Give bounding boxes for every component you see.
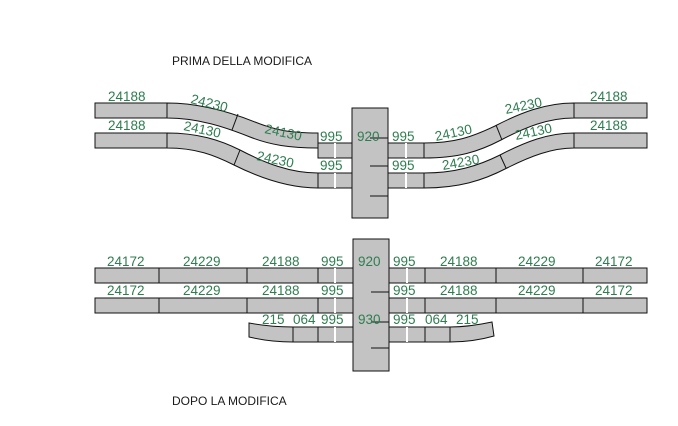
track-215-right [449, 321, 495, 343]
label-24172-r2-left: 24172 [107, 283, 145, 298]
label-064-right: 064 [425, 312, 448, 327]
label-24172-r2-right: 24172 [595, 283, 633, 298]
curve-joint-2 [233, 149, 241, 166]
track-064-left [292, 326, 319, 343]
track-24172-r2-left [94, 297, 160, 314]
curve-joint-1 [231, 113, 239, 131]
label-24188-2: 24188 [108, 118, 146, 133]
label-995-r1-left: 995 [321, 254, 344, 269]
label-995-r2-left: 995 [321, 283, 344, 298]
label-24188-r2-left: 24188 [262, 283, 300, 298]
label-24229-r1-left: 24229 [183, 254, 221, 269]
row-3-tracks [248, 321, 495, 343]
label-995-r2-right: 995 [393, 283, 416, 298]
track-24229-r1-left [158, 267, 248, 284]
curve-joint-3 [495, 124, 503, 141]
track-24188-r1-right [424, 267, 497, 284]
label-995-r3-right: 995 [393, 312, 416, 327]
track-24188-r2-right [424, 297, 497, 314]
label-995-3: 995 [320, 158, 343, 173]
label-24230-4: 24230 [441, 152, 481, 173]
track-24172-r1-left [94, 267, 160, 284]
label-995-4: 995 [392, 158, 415, 173]
curve-24230-top-right [423, 102, 575, 159]
track-24229-r1-right [495, 267, 584, 284]
label-215-right: 215 [456, 312, 479, 327]
before-title: PRIMA DELLA MODIFICA [172, 54, 312, 68]
curve-24230-top-left [166, 102, 319, 149]
curve-24130-mid-left [166, 132, 319, 189]
track-24188-top-right [573, 102, 648, 119]
label-995-r3-left: 995 [321, 312, 344, 327]
row-2-tracks [94, 297, 648, 314]
label-24188-r1-left: 24188 [262, 254, 300, 269]
track-24172-r2-right [582, 297, 648, 314]
label-064-left: 064 [293, 312, 316, 327]
after-diagram: 24172 24229 24188 995 920 995 24188 2422… [94, 238, 648, 408]
label-24172-r1-left: 24172 [107, 254, 145, 269]
track-24188-mid-left [94, 132, 168, 149]
turntable-stubs-after [371, 291, 389, 349]
label-24188-r1-right: 24188 [440, 254, 478, 269]
label-995-1: 995 [320, 129, 343, 144]
track-24229-r2-left [158, 297, 248, 314]
label-24229-r2-left: 24229 [183, 283, 221, 298]
label-24188-3: 24188 [590, 89, 628, 104]
label-215-left: 215 [262, 312, 285, 327]
label-24188-1: 24188 [108, 89, 146, 104]
track-24188-r2-left [246, 297, 319, 314]
label-930: 930 [358, 312, 381, 327]
track-064-right [424, 326, 451, 343]
track-24188-mid-right [573, 132, 648, 149]
curve-joint-4 [499, 154, 507, 169]
label-920-after: 920 [358, 254, 381, 269]
label-995-2: 995 [392, 129, 415, 144]
track-24188-top-left [94, 102, 168, 119]
after-title: DOPO LA MODIFICA [172, 394, 287, 408]
label-920: 920 [357, 129, 380, 144]
label-995-r1-right: 995 [393, 254, 416, 269]
track-24229-r2-right [495, 297, 584, 314]
turntable-after [352, 238, 390, 372]
turntable-before [351, 107, 389, 219]
label-24229-r1-right: 24229 [518, 254, 556, 269]
turntable-stubs-before [370, 137, 388, 197]
curve-24130-mid-right [423, 132, 575, 189]
label-24188-r2-right: 24188 [440, 283, 478, 298]
label-24188-4: 24188 [590, 118, 628, 133]
label-24172-r1-right: 24172 [595, 254, 633, 269]
before-diagram: PRIMA DELLA MODIFICA [94, 54, 648, 219]
joint-marks-before [334, 143, 407, 188]
label-24229-r2-right: 24229 [518, 283, 556, 298]
track-24172-r1-right [582, 267, 648, 284]
track-24188-r1-left [246, 267, 319, 284]
joint-marks-after [334, 268, 408, 342]
